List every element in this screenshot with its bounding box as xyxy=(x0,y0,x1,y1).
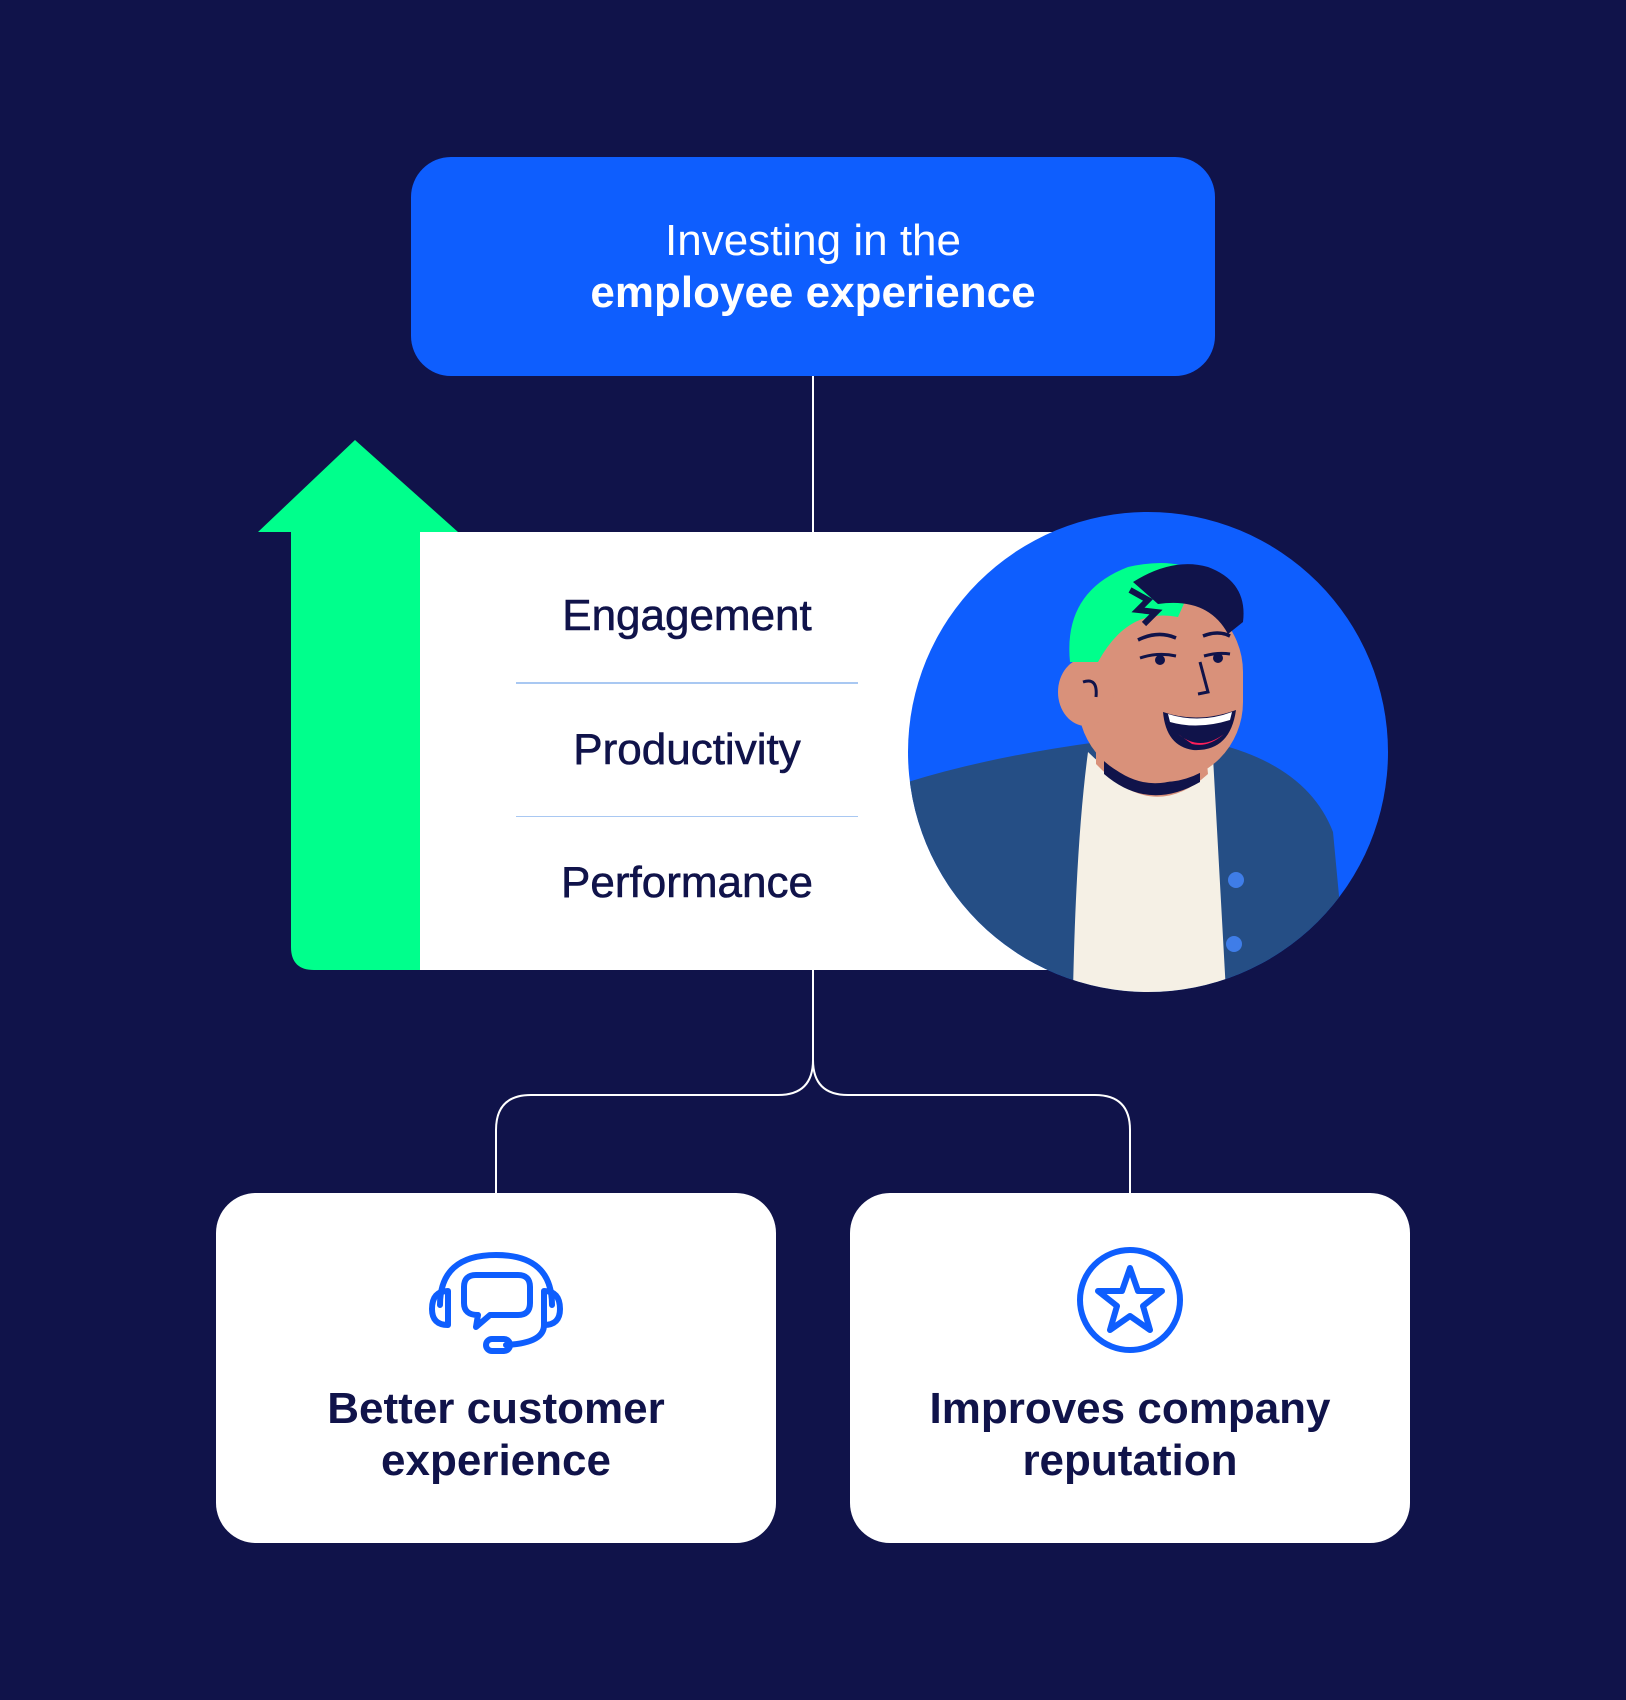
metric-productivity: Productivity xyxy=(573,724,801,774)
outcome-title-line1: Improves company xyxy=(929,1384,1331,1433)
outcome-title-line2: experience xyxy=(381,1436,611,1485)
metric-divider xyxy=(516,815,858,817)
employee-avatar-illustration xyxy=(908,512,1388,992)
investment-title-line1: Investing in the xyxy=(665,215,961,265)
outcome-title-line1: Better customer xyxy=(327,1384,665,1433)
outcome-card-company-reputation: Improves company reputation xyxy=(850,1193,1410,1543)
metric-performance: Performance xyxy=(561,858,813,908)
star-badge-icon xyxy=(1060,1245,1200,1355)
investment-title-line2: employee experience xyxy=(590,267,1036,317)
outcome-title: Better customer experience xyxy=(256,1383,736,1487)
metric-list: Engagement Productivity Performance xyxy=(516,550,858,949)
connector-branch xyxy=(495,970,1131,1193)
metrics-panel: Engagement Productivity Performance xyxy=(420,532,1080,970)
headset-chat-icon xyxy=(426,1245,566,1355)
metric-divider xyxy=(516,682,858,684)
outcome-title: Improves company reputation xyxy=(890,1383,1370,1487)
growth-arrow-icon xyxy=(258,440,458,970)
metric-engagement: Engagement xyxy=(562,591,812,641)
investment-box: Investing in the employee experience xyxy=(411,157,1215,376)
outcome-title-line2: reputation xyxy=(1022,1436,1238,1485)
outcome-card-customer-experience: Better customer experience xyxy=(216,1193,776,1543)
